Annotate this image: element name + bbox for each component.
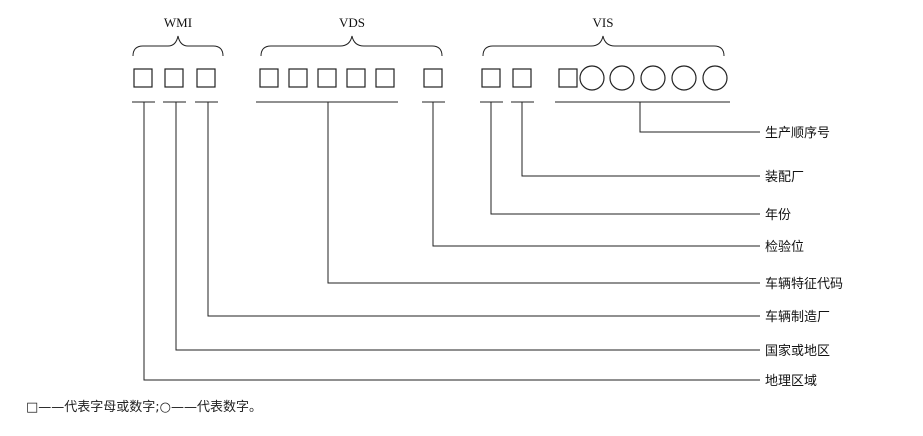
callout-serial-label: 生产顺序号 <box>765 126 830 141</box>
position-2-square <box>164 68 184 88</box>
position-3-square <box>196 68 216 88</box>
legend-note: □——代表字母或数字;○——代表数字。 <box>26 400 263 415</box>
position-6-square <box>317 68 337 88</box>
position-15-circle <box>640 65 666 91</box>
leader-check <box>432 102 760 247</box>
callout-year-label: 年份 <box>765 208 791 223</box>
leader-region <box>143 102 760 381</box>
position-12-square <box>558 68 578 88</box>
leader-vehicle <box>327 102 760 284</box>
callout-region-label: 地理区域 <box>765 374 817 389</box>
leader-plant <box>521 102 760 177</box>
callout-check-label: 检验位 <box>765 239 804 255</box>
position-7-square <box>346 68 366 88</box>
brace-vds <box>260 35 443 57</box>
position-5-square <box>288 68 308 88</box>
brace-vis <box>482 35 725 57</box>
position-13-circle <box>579 65 605 91</box>
position-8-square <box>375 68 395 88</box>
group-label-vds: VDS <box>339 15 365 30</box>
leader-manufacturer <box>207 102 760 317</box>
callout-plant-label: 装配厂 <box>765 170 804 185</box>
group-label-wmi: WMI <box>164 15 192 30</box>
group-label-vis: VIS <box>593 15 614 30</box>
leader-year <box>490 102 760 215</box>
position-11-square <box>512 68 532 88</box>
leader-serial <box>639 102 760 133</box>
callout-country-label: 国家或地区 <box>765 343 830 359</box>
leader-country <box>175 102 760 351</box>
position-16-circle <box>671 65 697 91</box>
brace-wmi <box>132 35 224 57</box>
position-10-square <box>481 68 501 88</box>
position-4-square <box>259 68 279 88</box>
vin-structure-diagram: WMI VDS VIS <box>132 15 843 389</box>
position-9-square <box>423 68 443 88</box>
position-14-circle <box>609 65 635 91</box>
position-1-square <box>133 68 153 88</box>
callout-manufacturer-label: 车辆制造厂 <box>765 309 830 325</box>
callout-vehicle-label: 车辆特征代码 <box>765 276 843 292</box>
position-17-circle <box>702 65 728 91</box>
